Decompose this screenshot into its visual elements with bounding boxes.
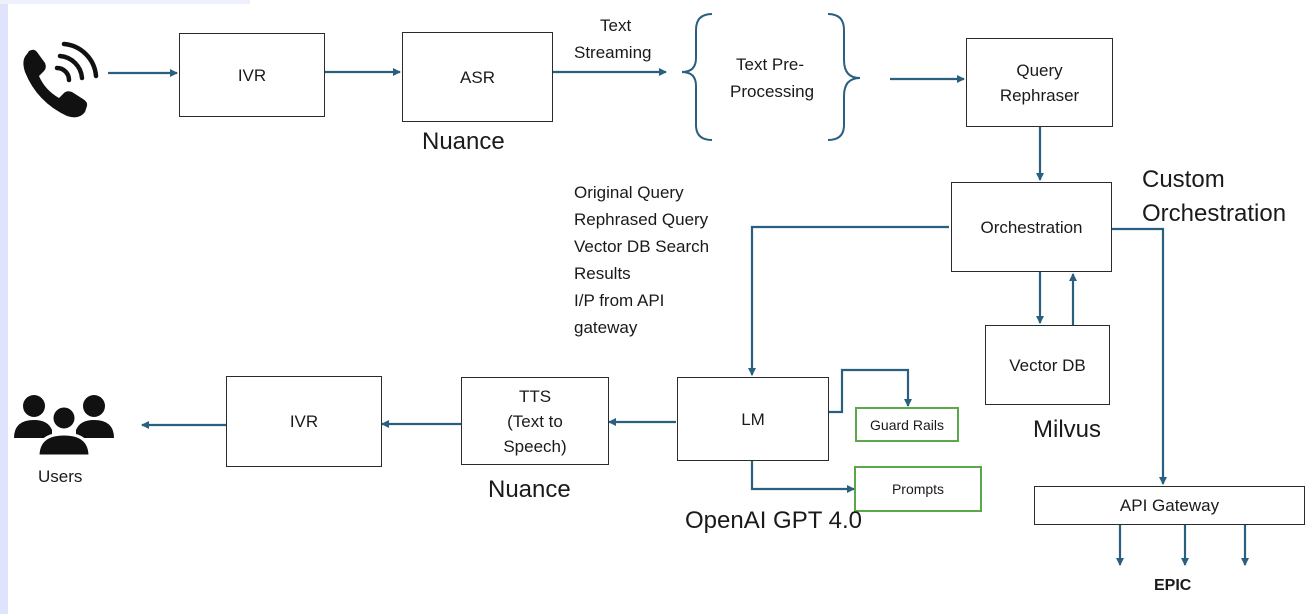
openai-label: OpenAI GPT 4.0: [685, 507, 862, 534]
rephraser-line-2: Rephraser: [999, 85, 1080, 105]
lm-inputs-list: Original Query Rephrased Query Vector DB…: [574, 179, 709, 341]
custom-orchestration-line-1: Custom: [1142, 166, 1225, 193]
right-brace: [827, 13, 861, 141]
vector-db-box: Vector DB: [985, 325, 1110, 405]
guard-rails-label: Guard Rails: [870, 416, 944, 433]
left-edge-strip: [0, 0, 8, 614]
rephraser-line-1: Query: [1016, 60, 1063, 80]
preprocess-line-1: Text Pre-: [735, 55, 805, 74]
lm-input-line-3: Vector DB Search: [574, 237, 710, 256]
preprocess-text: Text Pre- Processing: [730, 51, 815, 105]
api-gateway-box: API Gateway: [1034, 486, 1305, 525]
custom-orchestration-label: Custom Orchestration: [1142, 163, 1286, 231]
tts-line-3: Speech): [503, 436, 567, 456]
lm-input-line-5: I/P from API: [574, 291, 665, 310]
lm-label: LM: [741, 409, 765, 429]
lm-input-line-4: Results: [574, 264, 631, 283]
vector-db-label: Vector DB: [1009, 355, 1086, 375]
tts-line-2: (Text to: [507, 411, 563, 431]
top-edge-strip: [0, 0, 250, 4]
asr-label: ASR: [460, 67, 495, 87]
asr-box: ASR: [402, 32, 553, 122]
epic-label: EPIC: [1154, 577, 1192, 594]
arrow-orchestration-to-lm: [748, 225, 949, 376]
orchestration-box: Orchestration: [951, 182, 1112, 272]
text-streaming-line-2: Streaming: [574, 43, 652, 62]
nuance-bottom-label: Nuance: [488, 476, 571, 503]
ivr-output-box: IVR: [226, 376, 382, 467]
text-streaming-line-1: Text: [600, 16, 632, 35]
lm-box: LM: [677, 377, 829, 461]
nuance-top-label: Nuance: [422, 128, 505, 155]
tts-line-1: TTS: [518, 386, 552, 406]
tts-box: TTS (Text to Speech): [461, 377, 609, 465]
left-brace: [681, 13, 713, 141]
custom-orchestration-line-2: Orchestration: [1142, 200, 1287, 227]
arrow-lm-to-guard-rails: [829, 368, 912, 414]
prompts-label: Prompts: [891, 481, 945, 497]
phone-calling-icon: [23, 41, 99, 118]
orchestration-label: Orchestration: [980, 217, 1083, 237]
lm-input-line-6: gateway: [574, 318, 638, 337]
guard-rails-box: Guard Rails: [855, 407, 959, 442]
prompts-box: Prompts: [854, 466, 982, 512]
arrow-lm-to-prompts: [750, 461, 855, 493]
api-gateway-label: API Gateway: [1119, 496, 1220, 515]
users-label: Users: [38, 467, 83, 486]
lm-input-line-1: Original Query: [574, 183, 684, 202]
text-streaming-label: Text Streaming: [574, 12, 664, 66]
milvus-label: Milvus: [1033, 416, 1102, 443]
ivr-input-box: IVR: [179, 33, 325, 117]
users-group-icon: [14, 395, 114, 458]
preprocess-line-2: Processing: [730, 82, 815, 101]
arrow-orchestration-to-api-gateway: [1112, 227, 1167, 485]
ivr-input-label: IVR: [237, 65, 267, 85]
query-rephraser-box: Query Rephraser: [966, 38, 1113, 127]
lm-input-line-2: Rephrased Query: [574, 210, 709, 229]
ivr-output-label: IVR: [289, 412, 319, 431]
